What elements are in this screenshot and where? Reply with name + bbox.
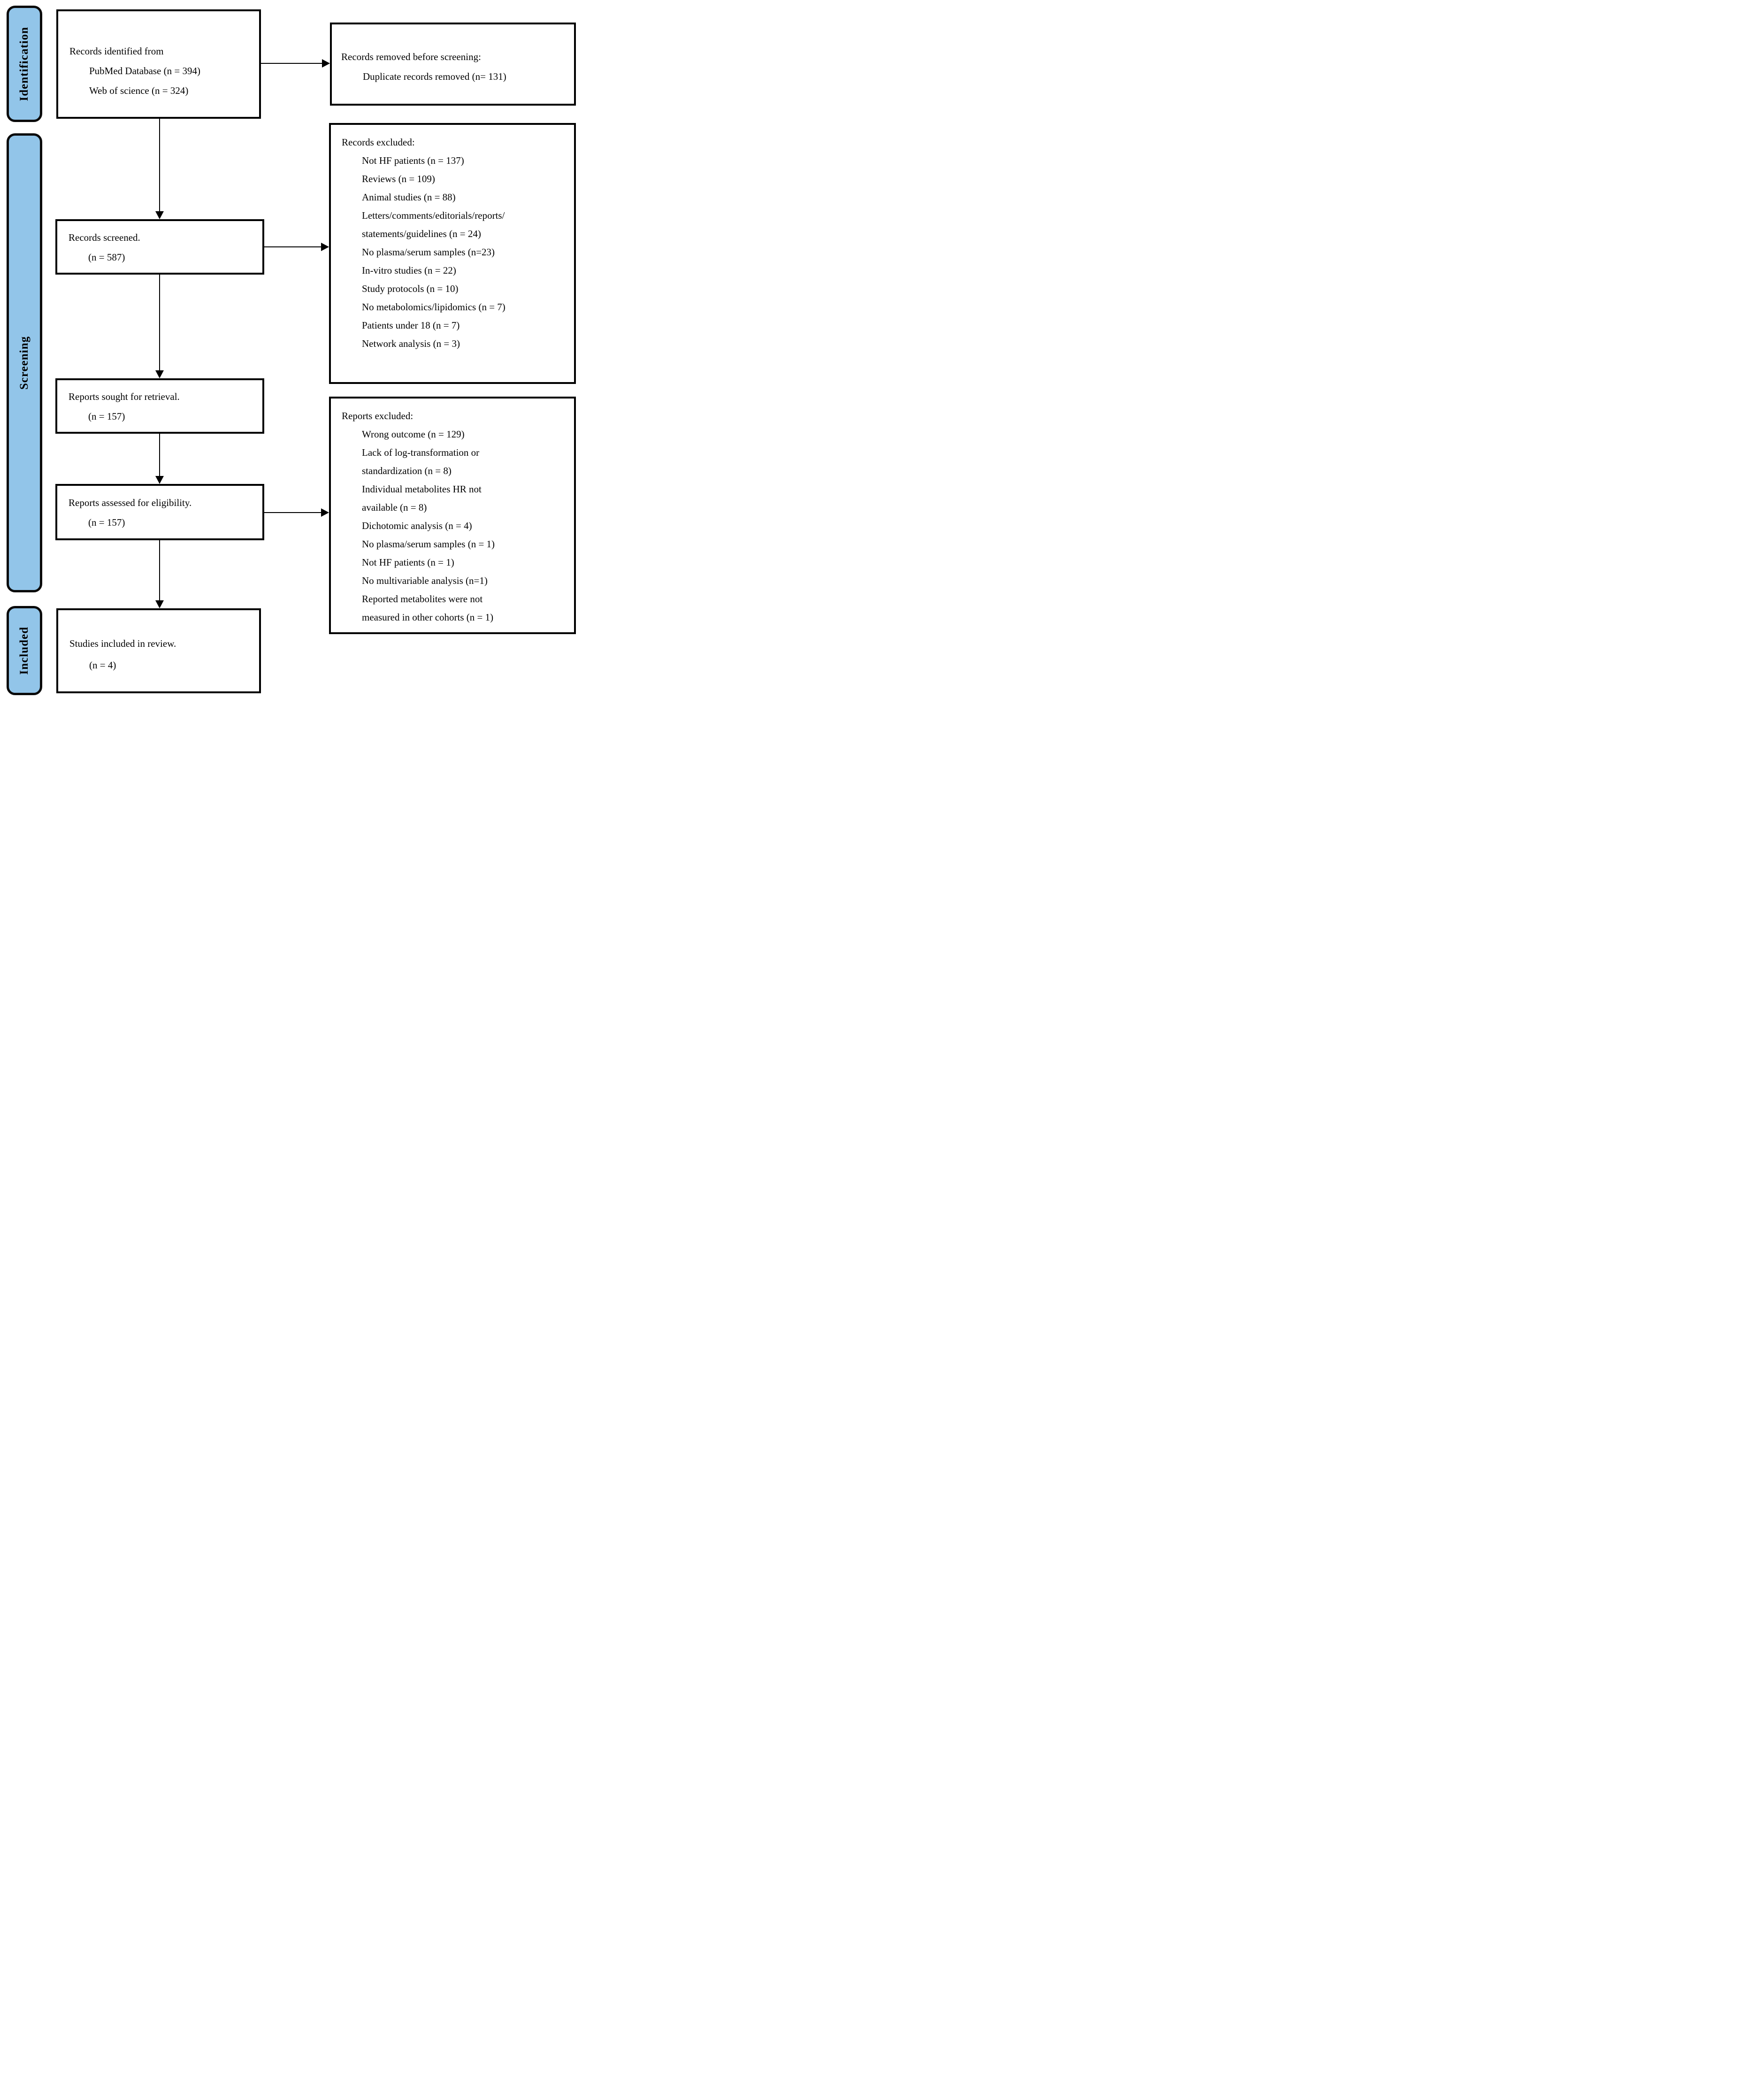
arrowhead-screened <box>155 211 164 219</box>
records-excluded-item: Study protocols (n = 10) <box>362 283 459 294</box>
prisma-flow-diagram: Identification Screening Included Record… <box>0 0 582 700</box>
records-removed-item: Duplicate records removed (n= 131) <box>363 71 506 82</box>
studies-included-line2: (n = 4) <box>89 659 116 671</box>
arrowhead-included <box>155 600 164 608</box>
box-reports-excluded: Reports excluded: Wrong outcome (n = 129… <box>329 397 576 634</box>
records-excluded-item: Not HF patients (n = 137) <box>362 155 464 166</box>
connector-sought-to-assessed <box>159 434 160 476</box>
connector-screened-to-sought <box>159 275 160 371</box>
reports-excluded-item: measured in other cohorts (n = 1) <box>362 612 494 623</box>
stage-bar-screening: Screening <box>7 133 42 592</box>
box-records-screened: Records screened. (n = 587) <box>55 219 264 275</box>
records-identified-line1: Records identified from <box>69 46 164 57</box>
records-excluded-item: Patients under 18 (n = 7) <box>362 320 460 331</box>
connector-identified-to-removed <box>261 63 322 64</box>
records-identified-line2: PubMed Database (n = 394) <box>89 65 200 77</box>
reports-sought-line1: Reports sought for retrieval. <box>69 391 180 402</box>
stage-bar-identification: Identification <box>7 6 42 122</box>
arrowhead-assessed <box>155 476 164 484</box>
records-screened-line2: (n = 587) <box>88 252 125 263</box>
records-excluded-item: Reviews (n = 109) <box>362 173 435 184</box>
records-excluded-item: No plasma/serum samples (n=23) <box>362 246 495 258</box>
connector-assessed-to-excluded <box>264 512 322 513</box>
stage-label-identification: Identification <box>18 26 31 101</box>
reports-assessed-line2: (n = 157) <box>88 517 125 528</box>
reports-excluded-item: No plasma/serum samples (n = 1) <box>362 538 495 550</box>
arrowhead-records-excluded <box>321 243 329 251</box>
records-excluded-title: Records excluded: <box>342 137 415 148</box>
reports-excluded-item: Reported metabolites were not <box>362 593 483 605</box>
box-reports-sought: Reports sought for retrieval. (n = 157) <box>55 378 264 434</box>
box-records-removed: Records removed before screening: Duplic… <box>330 23 576 106</box>
records-excluded-item: Letters/comments/editorials/reports/ <box>362 210 505 221</box>
records-identified-line3: Web of science (n = 324) <box>89 85 189 96</box>
connector-assessed-to-included <box>159 540 160 601</box>
reports-excluded-item: No multivariable analysis (n=1) <box>362 575 488 586</box>
connector-screened-to-excluded <box>264 246 322 247</box>
records-excluded-item: No metabolomics/lipidomics (n = 7) <box>362 301 505 313</box>
records-removed-title: Records removed before screening: <box>341 51 481 62</box>
records-excluded-item: statements/guidelines (n = 24) <box>362 228 481 239</box>
reports-excluded-item: Dichotomic analysis (n = 4) <box>362 520 472 531</box>
reports-excluded-item: Wrong outcome (n = 129) <box>362 429 465 440</box>
reports-assessed-line1: Reports assessed for eligibility. <box>69 497 192 508</box>
box-records-excluded: Records excluded: Not HF patients (n = 1… <box>329 123 576 384</box>
records-screened-line1: Records screened. <box>69 232 140 243</box>
arrowhead-sought <box>155 370 164 378</box>
records-excluded-item: Network analysis (n = 3) <box>362 338 460 349</box>
arrowhead-removed <box>322 59 330 68</box>
records-excluded-item: Animal studies (n = 88) <box>362 192 456 203</box>
studies-included-line1: Studies included in review. <box>69 638 176 649</box>
stage-label-screening: Screening <box>18 336 31 390</box>
reports-excluded-title: Reports excluded: <box>342 410 414 422</box>
box-records-identified: Records identified from PubMed Database … <box>56 9 261 119</box>
reports-excluded-item: available (n = 8) <box>362 502 427 513</box>
reports-excluded-item: Individual metabolites HR not <box>362 483 482 495</box>
connector-identified-to-screened <box>159 119 160 212</box>
box-reports-assessed: Reports assessed for eligibility. (n = 1… <box>55 484 264 540</box>
records-excluded-item: In-vitro studies (n = 22) <box>362 265 456 276</box>
arrowhead-reports-excluded <box>321 508 329 517</box>
stage-label-included: Included <box>18 626 31 675</box>
reports-excluded-item: standardization (n = 8) <box>362 465 452 476</box>
stage-bar-included: Included <box>7 606 42 695</box>
reports-excluded-item: Lack of log-transformation or <box>362 447 480 458</box>
box-studies-included: Studies included in review. (n = 4) <box>56 608 261 693</box>
reports-sought-line2: (n = 157) <box>88 411 125 422</box>
reports-excluded-item: Not HF patients (n = 1) <box>362 557 454 568</box>
